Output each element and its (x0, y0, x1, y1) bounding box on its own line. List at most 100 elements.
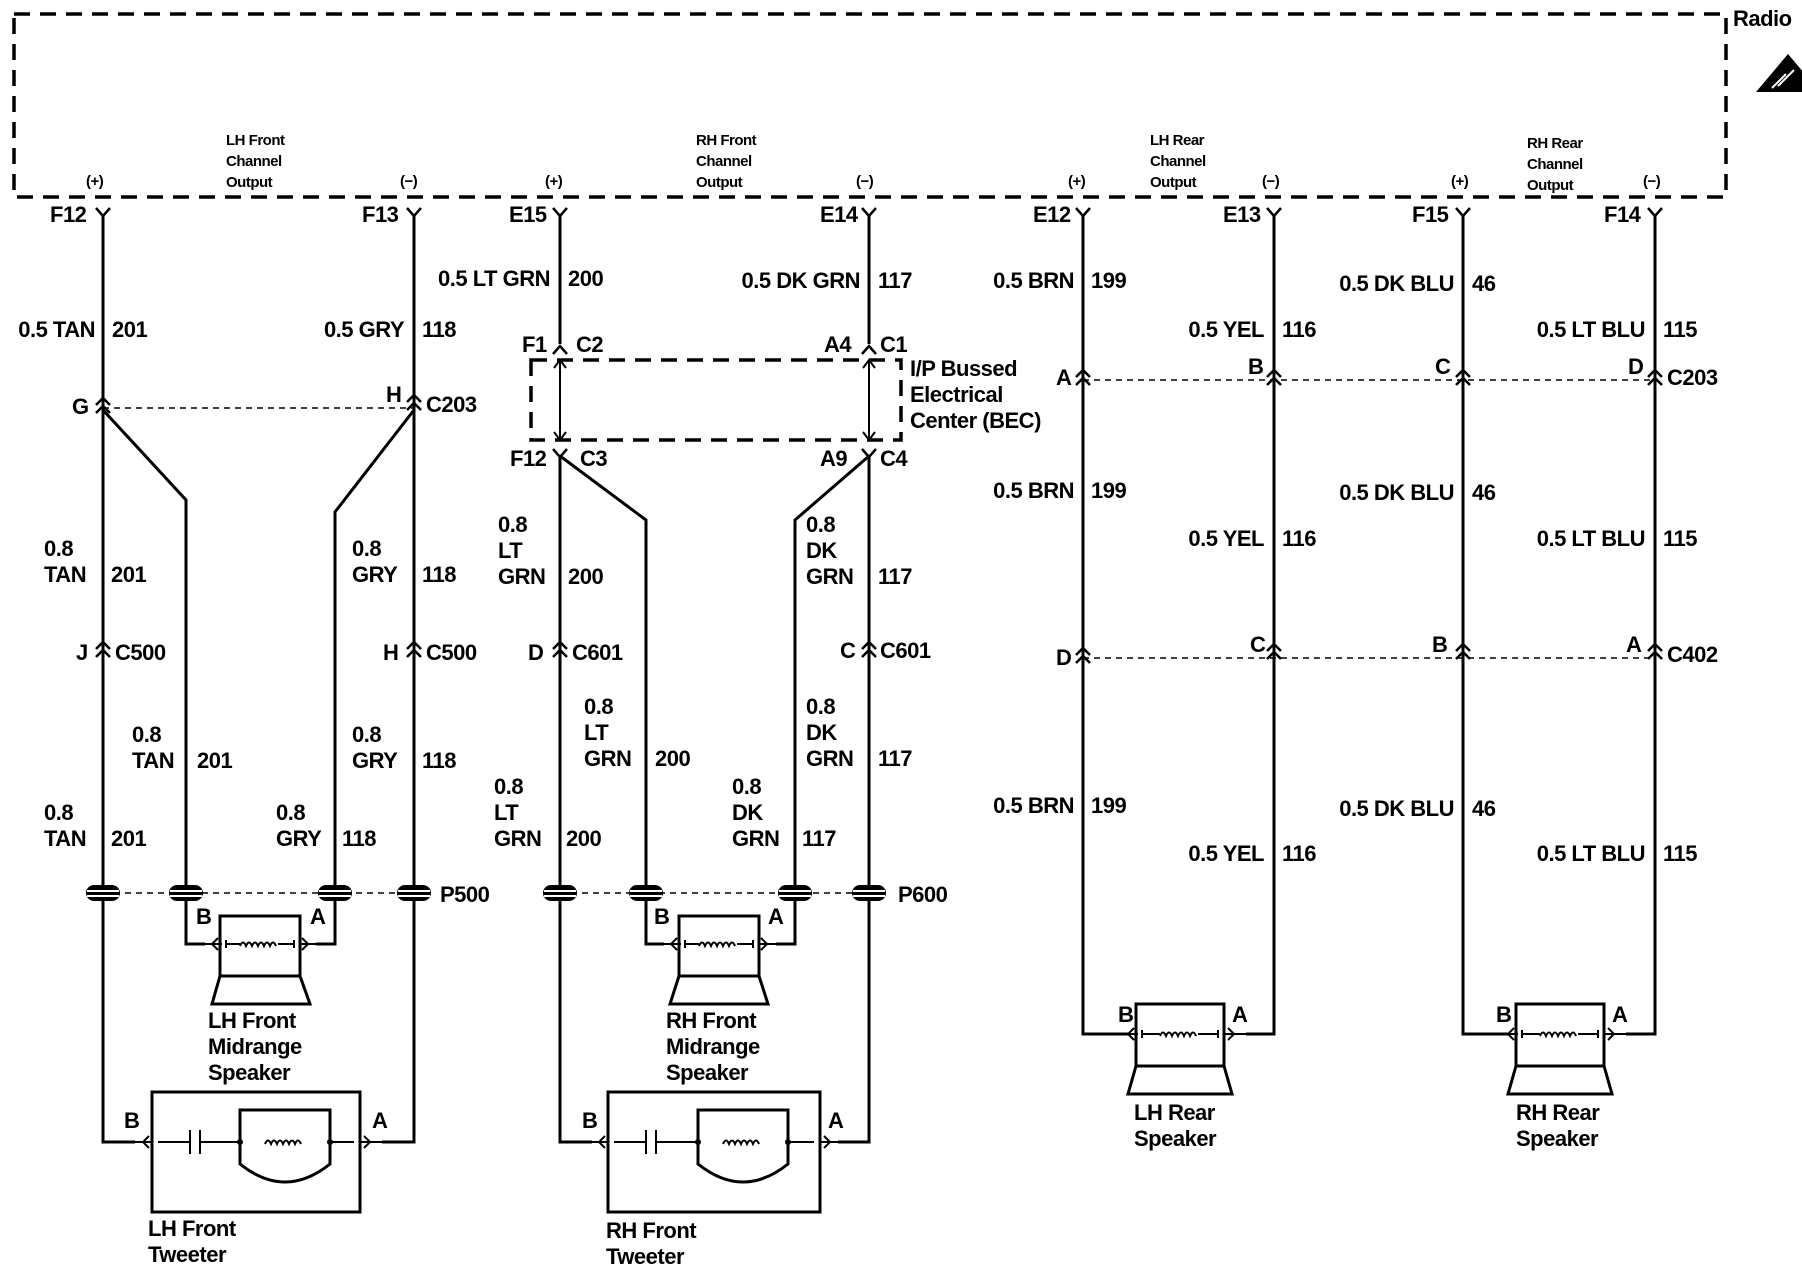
svg-text:A: A (1612, 1002, 1628, 1027)
svg-text:B: B (124, 1108, 139, 1133)
svg-text:A9: A9 (820, 446, 847, 471)
svg-text:0.5 YEL: 0.5 YEL (1188, 841, 1264, 866)
svg-text:F13: F13 (362, 202, 399, 227)
svg-text:GRN: GRN (806, 746, 853, 771)
svg-text:LH Front: LH Front (148, 1216, 237, 1241)
svg-text:0.8: 0.8 (132, 722, 161, 747)
svg-text:(+): (+) (86, 173, 104, 190)
plug-p600: P600 (542, 882, 948, 907)
svg-text:C203: C203 (426, 392, 477, 417)
svg-text:0.8: 0.8 (276, 800, 305, 825)
svg-text:A: A (768, 904, 784, 929)
svg-text:0.5 DK BLU: 0.5 DK BLU (1339, 271, 1454, 296)
svg-text:GRY: GRY (352, 562, 398, 587)
channel-label-rh-front: RH Front Channel Output (696, 132, 757, 191)
svg-text:117: 117 (878, 746, 912, 771)
svg-text:DK: DK (806, 538, 837, 563)
svg-text:115: 115 (1663, 317, 1697, 342)
svg-text:(+): (+) (1068, 173, 1086, 190)
svg-text:C601: C601 (880, 638, 931, 663)
svg-text:0.8: 0.8 (498, 512, 527, 537)
svg-text:A4: A4 (824, 332, 852, 357)
svg-text:C3: C3 (580, 446, 607, 471)
svg-text:E15: E15 (509, 202, 547, 227)
rh-rear-speaker: B A RH Rear Speaker (1496, 1002, 1629, 1151)
svg-text:0.5 GRY: 0.5 GRY (324, 317, 405, 342)
svg-text:B: B (1432, 632, 1447, 657)
svg-text:E12: E12 (1033, 202, 1071, 227)
wire-labels-top: 0.5 TAN 201 0.5 GRY 118 0.5 LT GRN 200 0… (18, 266, 1698, 342)
svg-text:201: 201 (197, 748, 232, 773)
svg-text:F14: F14 (1604, 202, 1642, 227)
svg-text:115: 115 (1663, 526, 1697, 551)
svg-text:GRN: GRN (494, 826, 541, 851)
channel-label-lh-front: LH Front Channel Output (226, 132, 285, 191)
svg-text:118: 118 (422, 317, 456, 342)
svg-text:(−): (−) (856, 173, 874, 190)
svg-text:J: J (76, 640, 88, 665)
svg-text:C601: C601 (572, 640, 623, 665)
svg-text:Speaker: Speaker (666, 1060, 749, 1085)
svg-text:Channel: Channel (1527, 156, 1583, 173)
svg-text:200: 200 (566, 826, 601, 851)
svg-text:0.8: 0.8 (732, 774, 761, 799)
svg-text:RH Rear: RH Rear (1527, 135, 1583, 152)
svg-text:P500: P500 (440, 882, 490, 907)
svg-text:D: D (1056, 645, 1071, 670)
svg-text:0.8: 0.8 (494, 774, 523, 799)
svg-text:199: 199 (1091, 478, 1126, 503)
svg-text:46: 46 (1472, 271, 1496, 296)
svg-text:P600: P600 (898, 882, 948, 907)
svg-text:0.8: 0.8 (584, 694, 613, 719)
wire-labels-front-upper: 0.8 TAN 201 0.8 GRY 118 0.8 LT GRN 200 0… (44, 512, 913, 589)
svg-text:F12: F12 (510, 446, 547, 471)
svg-text:46: 46 (1472, 796, 1496, 821)
svg-text:117: 117 (878, 268, 912, 293)
svg-text:199: 199 (1091, 268, 1126, 293)
svg-text:GRY: GRY (276, 826, 322, 851)
svg-text:Electrical: Electrical (910, 382, 1003, 407)
svg-text:0.8: 0.8 (806, 694, 835, 719)
svg-text:0.5 LT GRN: 0.5 LT GRN (438, 266, 550, 291)
rh-front-tweeter: B A RH Front Tweeter (582, 1090, 845, 1269)
svg-text:Output: Output (1150, 174, 1197, 191)
connector-dash-lines (103, 379, 1655, 894)
svg-text:C2: C2 (576, 332, 603, 357)
svg-text:H: H (383, 640, 398, 665)
svg-text:0.8: 0.8 (44, 800, 73, 825)
svg-text:RH Front: RH Front (606, 1218, 697, 1243)
svg-text:C500: C500 (426, 640, 477, 665)
svg-text:118: 118 (342, 826, 376, 851)
svg-text:0.5 DK BLU: 0.5 DK BLU (1339, 796, 1454, 821)
lh-front-midrange-speaker: B A LH Front Midrange Speaker (196, 904, 327, 1085)
svg-text:GRN: GRN (732, 826, 779, 851)
svg-text:Center (BEC): Center (BEC) (910, 408, 1041, 433)
svg-text:116: 116 (1282, 526, 1316, 551)
svg-text:Tweeter: Tweeter (148, 1242, 227, 1267)
svg-text:DK: DK (806, 720, 837, 745)
svg-text:C203: C203 (1667, 365, 1718, 390)
svg-text:B: B (654, 904, 669, 929)
svg-text:B: B (1248, 354, 1263, 379)
svg-text:Speaker: Speaker (1134, 1126, 1217, 1151)
channel-label-lh-rear: LH Rear Channel Output (1150, 132, 1207, 191)
svg-text:0.8: 0.8 (44, 536, 73, 561)
svg-text:LH Front: LH Front (208, 1008, 297, 1033)
svg-text:TAN: TAN (132, 748, 174, 773)
svg-text:LT: LT (494, 800, 519, 825)
connector-c500: J C500 H C500 (76, 640, 477, 665)
svg-text:D: D (1628, 354, 1643, 379)
svg-text:B: B (582, 1108, 597, 1133)
svg-text:B: B (1118, 1002, 1133, 1027)
svg-text:0.8: 0.8 (352, 722, 381, 747)
svg-text:118: 118 (422, 748, 456, 773)
wire-labels-front-mid: 0.8 TAN 201 0.8 GRY 118 0.8 LT GRN 200 0… (132, 694, 913, 773)
svg-text:DK: DK (732, 800, 763, 825)
channel-label-rh-rear: RH Rear Channel Output (1527, 135, 1584, 194)
svg-text:C: C (1435, 354, 1451, 379)
svg-text:GRY: GRY (352, 748, 398, 773)
svg-text:117: 117 (802, 826, 836, 851)
svg-text:(+): (+) (1451, 173, 1469, 190)
svg-text:C: C (1250, 632, 1266, 657)
